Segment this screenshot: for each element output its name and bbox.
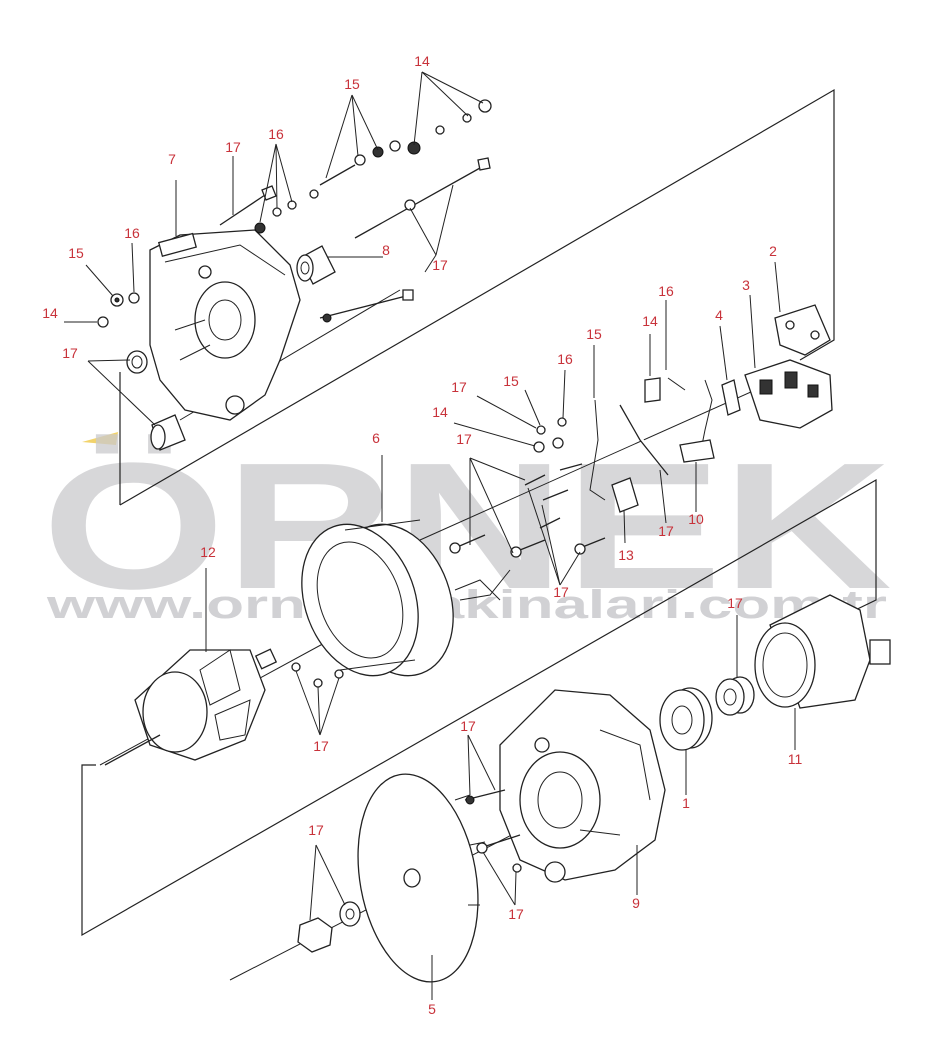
watermark-url: www.ornekmakinalari.com.tr xyxy=(45,583,887,627)
sleeve-8 xyxy=(296,245,336,285)
callout-13: 13 xyxy=(618,547,634,563)
frame-line-left xyxy=(81,478,877,937)
callout-3: 3 xyxy=(742,277,750,293)
callout-16-left: 16 xyxy=(124,225,140,241)
callout-6: 6 xyxy=(372,430,380,446)
regulator-3 xyxy=(744,359,833,429)
callout-1: 1 xyxy=(682,795,690,811)
callout-14-top: 14 xyxy=(414,53,430,69)
callout-15-left: 15 xyxy=(68,245,84,261)
callout-2: 2 xyxy=(769,243,777,259)
connection-strips xyxy=(589,377,741,513)
callout-10: 10 xyxy=(688,511,704,527)
bearing-1 xyxy=(659,687,713,751)
callout-5: 5 xyxy=(428,1001,436,1017)
left-washers xyxy=(97,292,140,328)
callout-4: 4 xyxy=(715,307,723,323)
callout-16-top: 16 xyxy=(268,126,284,142)
rotor-12 xyxy=(104,648,278,766)
callout-14-left: 14 xyxy=(42,305,58,321)
frame-line-top-2 xyxy=(119,88,835,506)
callout-8: 8 xyxy=(382,242,390,258)
callout-15-top: 15 xyxy=(344,76,360,92)
callout-17-screws: 17 xyxy=(553,584,569,600)
rear-housing-9 xyxy=(464,689,666,883)
callout-16-mid: 16 xyxy=(658,283,674,299)
watermark: ÖRNEK www.ornekmakinalari.com.tr xyxy=(42,426,892,627)
shaft-nut xyxy=(297,901,361,953)
middle-fasteners xyxy=(449,417,606,558)
callout-14-mid2: 14 xyxy=(432,404,448,420)
rotor-nuts xyxy=(291,662,344,688)
callout-17-housing: 17 xyxy=(460,718,476,734)
watermark-brand: ÖRNEK xyxy=(42,426,892,627)
callout-17-rod: 17 xyxy=(432,257,448,273)
callout-14-mid: 14 xyxy=(642,313,658,329)
cover-11 xyxy=(754,594,891,709)
ring-17 xyxy=(715,676,755,716)
callout-11: 11 xyxy=(788,751,803,767)
callout-15-mid2: 15 xyxy=(503,373,519,389)
callout-15-mid: 15 xyxy=(586,326,602,342)
front-housing-7 xyxy=(149,229,301,421)
callout-17-pulley: 17 xyxy=(308,822,324,838)
callout-17-left: 17 xyxy=(62,345,78,361)
callout-16-mid2: 16 xyxy=(557,351,573,367)
callout-17-mid: 17 xyxy=(451,379,467,395)
callout-9: 9 xyxy=(632,895,640,911)
callout-17-bolts: 17 xyxy=(508,906,524,922)
callout-17-top: 17 xyxy=(225,139,241,155)
pulley-5 xyxy=(357,773,486,983)
bushing xyxy=(126,350,186,451)
holder-2 xyxy=(774,304,831,356)
callout-17-strip: 17 xyxy=(658,523,674,539)
callout-17-nuts: 17 xyxy=(313,738,329,754)
callout-17-ring: 17 xyxy=(727,595,743,611)
callout-17-mid2: 17 xyxy=(456,431,472,447)
callout-labels: 14 15 16 17 7 16 15 14 17 8 17 2 3 16 4 … xyxy=(42,53,802,1017)
leader-lines xyxy=(64,71,796,1000)
watermark-accent xyxy=(82,432,118,445)
callout-12: 12 xyxy=(200,544,216,560)
stator-6 xyxy=(301,519,511,677)
callout-7: 7 xyxy=(168,151,176,167)
